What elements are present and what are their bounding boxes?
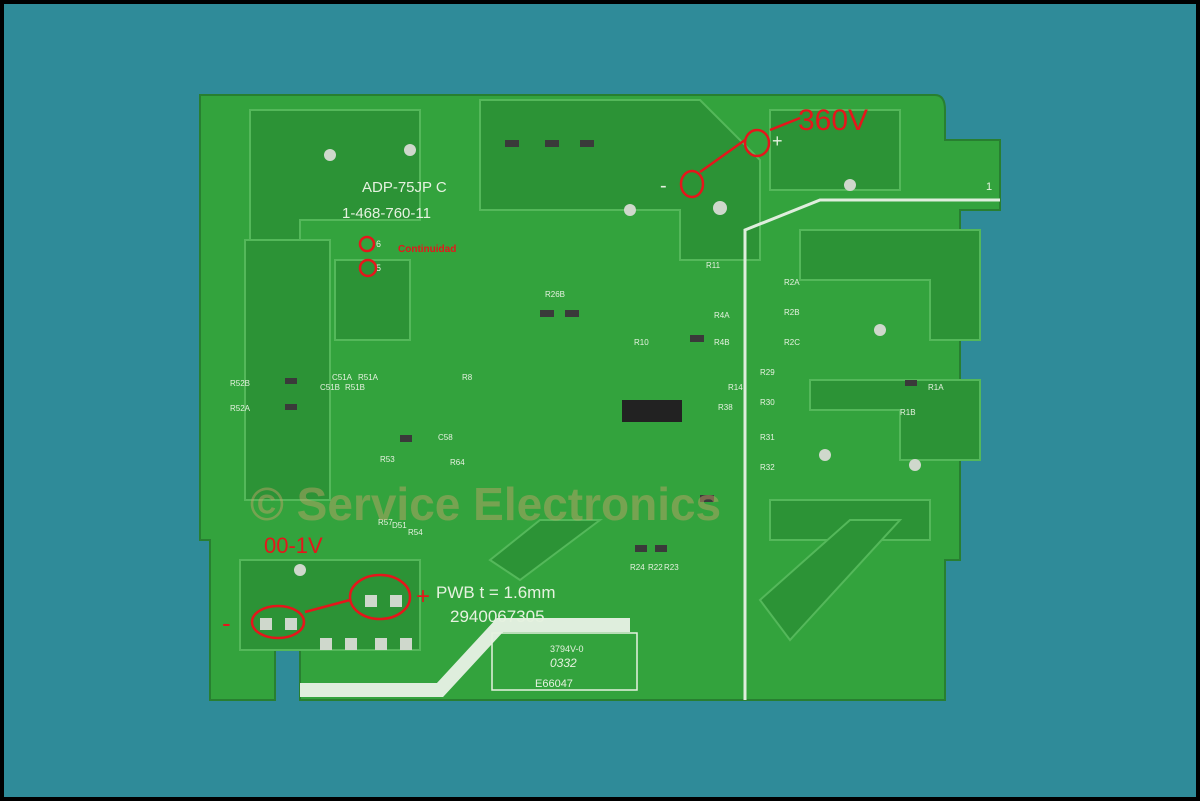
label-r8: R8: [462, 373, 473, 382]
label-d51: D51: [392, 521, 407, 530]
board-model: ADP-75JP C: [362, 179, 447, 196]
label-r4a: R4A: [714, 311, 730, 320]
label-c58: C58: [438, 433, 453, 442]
ul-cert-box: [491, 632, 638, 691]
hv-minus-sign: -: [660, 175, 667, 197]
label-r64: R64: [450, 458, 465, 467]
pwb-thickness: PWB t = 1.6mm: [436, 583, 556, 602]
label-r24: R24: [630, 563, 645, 572]
label-r52a: R52A: [230, 404, 251, 413]
white-trace-bottom: [300, 618, 630, 697]
label-r2b: R2B: [784, 308, 800, 317]
label-r31: R31: [760, 433, 775, 442]
label-r29: R29: [760, 368, 775, 377]
pin-5-label: 5: [376, 263, 381, 273]
label-r4b: R4B: [714, 338, 730, 347]
label-r23: R23: [664, 563, 679, 572]
label-r1a: R1A: [928, 383, 944, 392]
corner-mark: 1: [986, 181, 992, 193]
label-r30: R30: [760, 398, 775, 407]
label-r52b: R52B: [230, 379, 250, 388]
label-r32: R32: [760, 463, 775, 472]
board-serial: 2940067305: [450, 607, 545, 626]
label-r2c: R2C: [784, 338, 800, 347]
cert-code: 3794V-0: [550, 644, 584, 654]
continuity-label: Continuidad: [398, 244, 456, 255]
date-code: 0332: [550, 656, 577, 670]
label-r38: R38: [718, 403, 733, 412]
label-r57: R57: [378, 518, 393, 527]
hv-plus-sign: +: [772, 131, 783, 151]
label-r2a: R2A: [784, 278, 800, 287]
label-r51b: R51B: [345, 383, 365, 392]
smd-components: [285, 140, 917, 552]
label-r14: R14: [728, 383, 743, 392]
label-c51b: C51B: [320, 383, 340, 392]
ul-number: E66047: [535, 678, 573, 690]
label-r11: R11: [706, 261, 721, 270]
board-part-number: 1-468-760-11: [342, 205, 431, 222]
label-r51a: R51A: [358, 373, 379, 382]
label-r53: R53: [380, 455, 395, 464]
solder-pads: [260, 144, 921, 650]
copper-traces: [239, 99, 981, 651]
output-plus-sign: +: [416, 583, 430, 610]
label-r10: R10: [634, 338, 649, 347]
output-minus-sign: -: [222, 608, 231, 638]
pin-6-label: 6: [376, 239, 381, 249]
label-r26b: R26B: [545, 290, 565, 299]
label-r22: R22: [648, 563, 663, 572]
red-annotations: [250, 116, 801, 640]
label-r1b: R1B: [900, 408, 916, 417]
label-c51a: C51A: [332, 373, 353, 382]
white-trace: [743, 198, 1000, 700]
high-voltage-label: 360V: [798, 104, 868, 137]
label-r54: R54: [408, 528, 423, 537]
ic-chip: [622, 400, 682, 422]
watermark: © Service Electronics: [250, 478, 721, 530]
output-voltage-label: 00-1V: [264, 533, 323, 558]
